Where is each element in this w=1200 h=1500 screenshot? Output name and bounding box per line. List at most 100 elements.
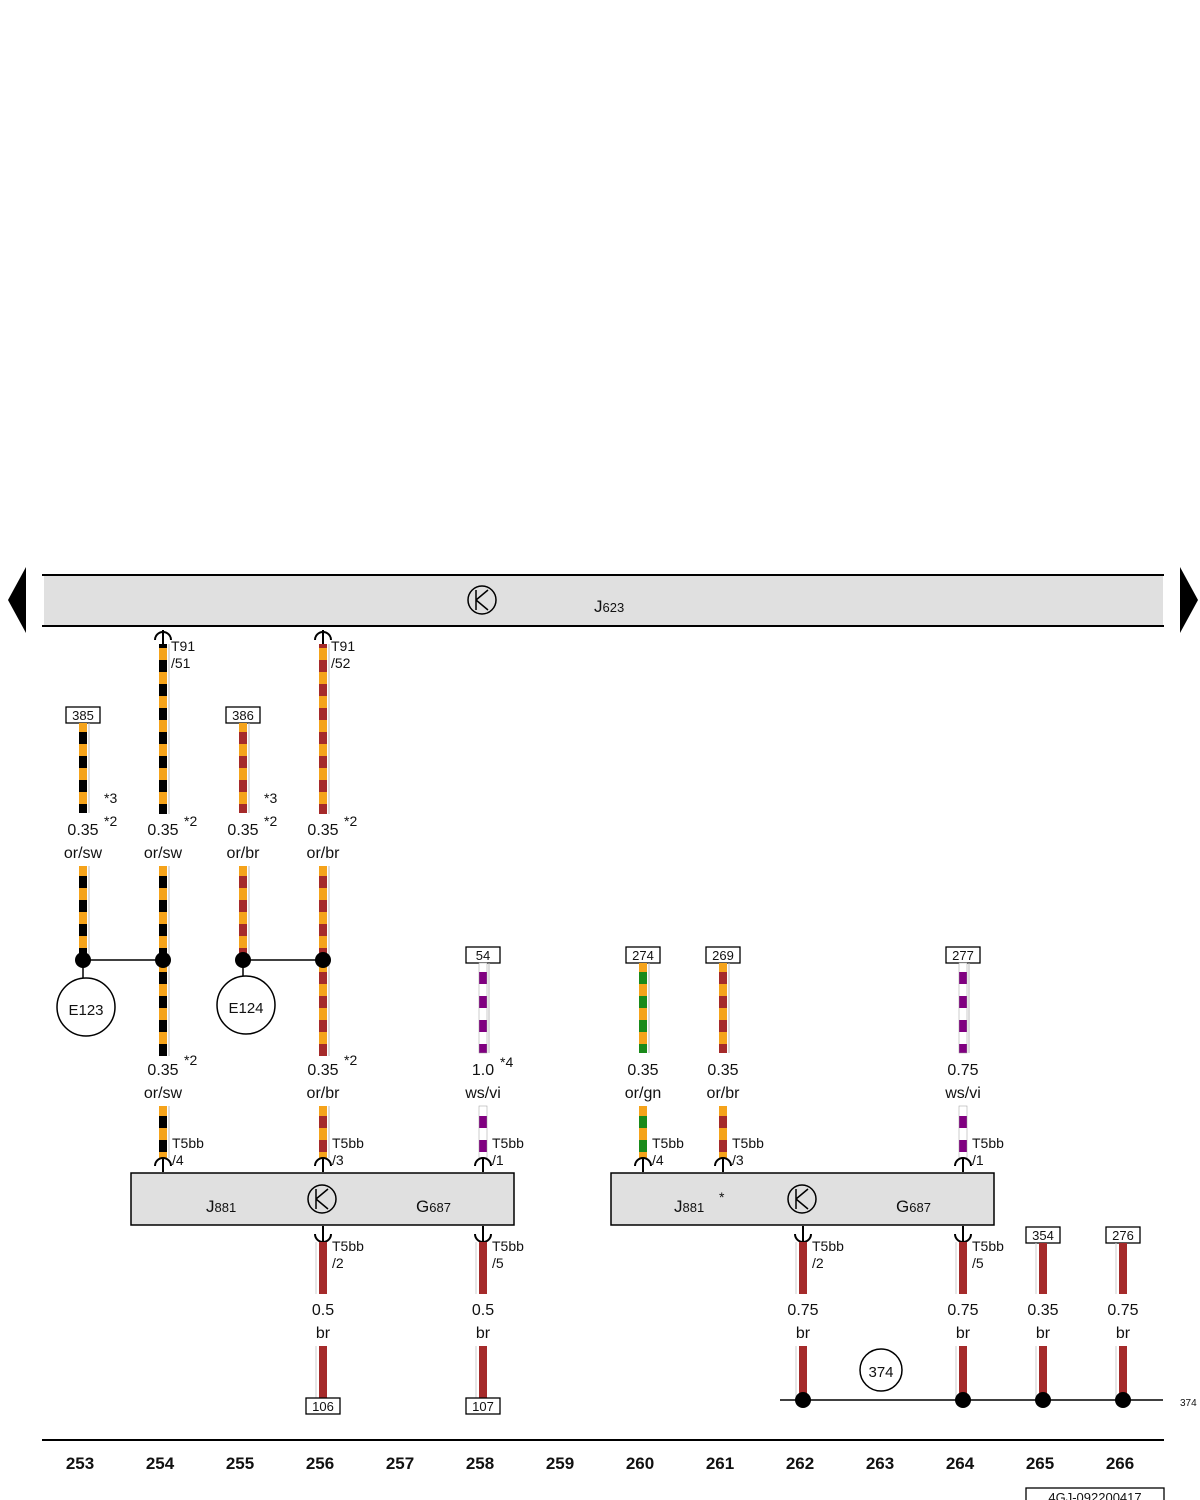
ground-point-374[interactable]: 374: [859, 1348, 903, 1392]
svg-text:*2: *2: [344, 813, 357, 829]
svg-text:T91: T91: [331, 638, 355, 654]
svg-text:*2: *2: [264, 813, 277, 829]
column-numbers: 253 254 255 256 257 258 259 260 261 262 …: [66, 1454, 1134, 1473]
wire-266-upper: [1119, 1243, 1127, 1294]
svg-text:*2: *2: [344, 1052, 357, 1068]
svg-text:/51: /51: [171, 655, 191, 671]
ref-box-54[interactable]: 54: [465, 946, 501, 964]
svg-text:T5bb: T5bb: [972, 1135, 1004, 1151]
wire-253-lower: [79, 866, 87, 956]
svg-text:374: 374: [868, 1364, 893, 1381]
svg-text:/2: /2: [812, 1255, 824, 1271]
svg-text:0.75: 0.75: [947, 1062, 978, 1079]
ref-box-386[interactable]: 386: [225, 706, 261, 724]
ref-box-274[interactable]: 274: [625, 946, 661, 964]
svg-text:T5bb: T5bb: [492, 1135, 524, 1151]
svg-text:or/br: or/br: [707, 1085, 741, 1102]
svg-text:br: br: [1036, 1325, 1051, 1342]
svg-text:0.35: 0.35: [147, 1062, 178, 1079]
ref-box-276[interactable]: 276: [1105, 1226, 1141, 1244]
column-number: 257: [386, 1454, 414, 1473]
svg-text:ws/vi: ws/vi: [944, 1085, 981, 1102]
ref-box-107[interactable]: 107: [465, 1397, 501, 1415]
column-number: 259: [546, 1454, 574, 1473]
svg-text:G687: G687: [416, 1197, 451, 1216]
connector-t5bb-5-right: T5bb /5: [954, 1226, 1004, 1271]
column-number: 260: [626, 1454, 654, 1473]
wire-258-bottom-upper: [479, 1242, 487, 1294]
connector-t5bb-4-right: T5bb /4: [634, 1135, 684, 1172]
svg-text:J623: J623: [594, 597, 624, 616]
ref-box-354[interactable]: 354: [1025, 1226, 1061, 1244]
wire-256-bottom-lower: [319, 1346, 327, 1398]
svg-text:or/gn: or/gn: [625, 1085, 661, 1102]
control-unit-j881-left: J881 G687: [130, 1172, 515, 1226]
wire-261-upper: [719, 963, 727, 1053]
ref-box-106[interactable]: 106: [305, 1397, 341, 1415]
svg-text:T5bb: T5bb: [812, 1238, 844, 1254]
svg-text:or/br: or/br: [227, 845, 261, 862]
svg-text:br: br: [476, 1325, 491, 1342]
svg-text:or/sw: or/sw: [144, 845, 183, 862]
connector-t5bb-4-left: T5bb /4: [154, 1135, 204, 1172]
wire-262-bottom-lower: [799, 1346, 807, 1398]
svg-text:*2: *2: [184, 813, 197, 829]
ref-box-269[interactable]: 269: [705, 946, 741, 964]
svg-text:385: 385: [72, 708, 94, 723]
wire-254-lower: [159, 1106, 167, 1158]
connector-t91-51: T91 /51: [154, 630, 195, 671]
svg-text:274: 274: [632, 948, 654, 963]
svg-text:/3: /3: [332, 1152, 344, 1168]
wire-261-lower: [719, 1106, 727, 1158]
wire-258-lower: [478, 1105, 488, 1159]
wire-264-lower: [958, 1105, 968, 1159]
column-number: 263: [866, 1454, 894, 1473]
svg-text:or/br: or/br: [307, 845, 341, 862]
wire-254-upper: [159, 644, 167, 814]
svg-text:0.75: 0.75: [787, 1302, 818, 1319]
wire-265-upper: [1039, 1243, 1047, 1294]
svg-text:0.35: 0.35: [707, 1062, 738, 1079]
page-prev-arrow[interactable]: [8, 567, 26, 633]
j623-label: J: [594, 597, 603, 616]
svg-text:354: 354: [1032, 1228, 1054, 1243]
svg-text:/5: /5: [492, 1255, 504, 1271]
ground-bus-374: [780, 1392, 1163, 1408]
svg-text:/1: /1: [492, 1152, 504, 1168]
wire-265-lower: [1039, 1346, 1047, 1398]
svg-text:ws/vi: ws/vi: [464, 1085, 501, 1102]
svg-text:276: 276: [1112, 1228, 1134, 1243]
control-unit-j623: J623: [42, 574, 1164, 627]
wire-258-upper: [478, 962, 488, 1054]
column-number: 264: [946, 1454, 975, 1473]
svg-text:269: 269: [712, 948, 734, 963]
svg-text:/4: /4: [652, 1152, 664, 1168]
wire-253-size: 0.35: [67, 822, 98, 839]
wire-255-upper: [239, 723, 247, 813]
wire-264-bottom-lower: [959, 1346, 967, 1398]
svg-text:/4: /4: [172, 1152, 184, 1168]
svg-text:E124: E124: [228, 1000, 263, 1017]
svg-text:br: br: [316, 1325, 331, 1342]
column-number: 265: [1026, 1454, 1054, 1473]
page-next-arrow[interactable]: [1180, 567, 1198, 633]
svg-text:T5bb: T5bb: [492, 1238, 524, 1254]
svg-text:br: br: [796, 1325, 811, 1342]
svg-text:*4: *4: [500, 1054, 513, 1070]
transistor-symbol-icon: [307, 1184, 337, 1214]
svg-text:0.5: 0.5: [312, 1302, 334, 1319]
ref-box-277[interactable]: 277: [945, 946, 981, 964]
ref-box-385[interactable]: 385: [65, 706, 101, 724]
wire-260-upper: [639, 963, 647, 1053]
wire-266-lower: [1119, 1346, 1127, 1398]
component-e124[interactable]: E124: [216, 975, 276, 1035]
svg-text:T5bb: T5bb: [332, 1135, 364, 1151]
svg-text:4GJ-092200417: 4GJ-092200417: [1048, 1490, 1141, 1500]
ground-continuation-label: 374: [1180, 1398, 1197, 1409]
component-e123[interactable]: E123: [56, 977, 116, 1037]
svg-text:*: *: [719, 1189, 725, 1205]
svg-text:*2: *2: [104, 813, 117, 829]
column-number: 262: [786, 1454, 814, 1473]
svg-text:/3: /3: [732, 1152, 744, 1168]
column-number: 258: [466, 1454, 494, 1473]
